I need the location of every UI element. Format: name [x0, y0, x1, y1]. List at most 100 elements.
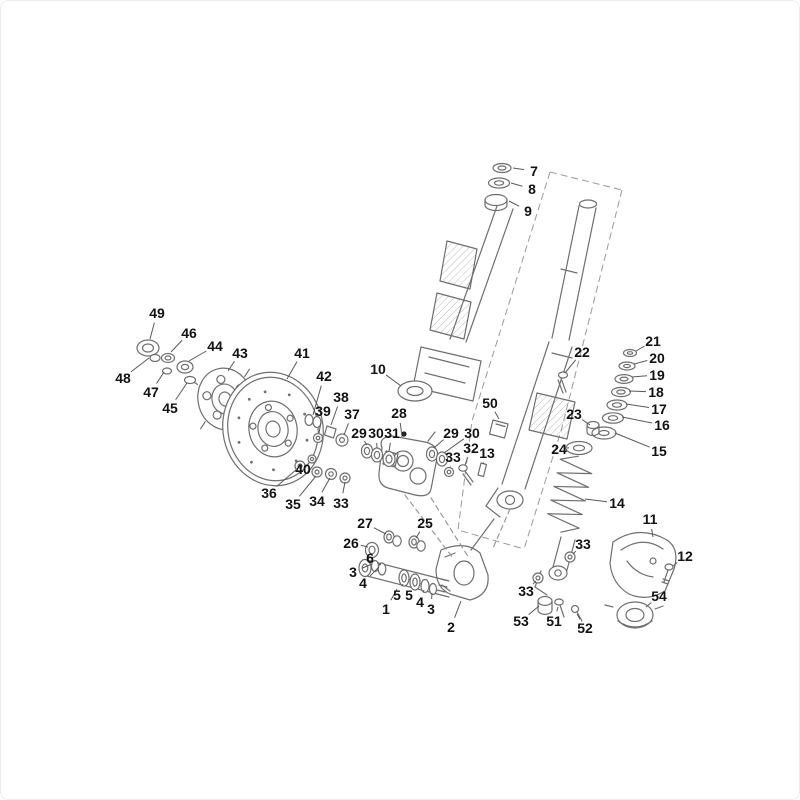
- callout-leader-line: [621, 416, 653, 424]
- disc-drill-holes: [237, 390, 309, 472]
- callout-leader-line: [415, 531, 421, 539]
- bleed-valve: [427, 431, 436, 442]
- shock-absorber-spring: [534, 348, 638, 596]
- callout-dot: [401, 431, 407, 437]
- callout-leader-line: [572, 550, 577, 555]
- callout-leader-line: [508, 200, 520, 207]
- callout-leader-line: [170, 339, 183, 353]
- part-number-callout: 33: [445, 449, 461, 465]
- part-number-callout: 39: [315, 403, 331, 419]
- caliper-pins: [304, 413, 349, 447]
- callout-leader-line: [651, 528, 654, 538]
- callout-leader-line: [628, 390, 647, 393]
- dust-cover: [397, 380, 433, 402]
- callout-leader-line: [318, 420, 322, 434]
- part-number-callout: 1: [382, 601, 390, 617]
- axle-head: [358, 558, 372, 578]
- callout-leader-line: [385, 374, 402, 387]
- part-number-callout: 42: [316, 368, 332, 384]
- callout-leader-line: [130, 357, 150, 373]
- part-number-callout: 30: [464, 425, 480, 441]
- piston-seal: [435, 451, 449, 467]
- part-number-callout: 37: [344, 406, 360, 422]
- callout-leader-line: [227, 361, 235, 372]
- part-number-callout: 29: [443, 425, 459, 441]
- part-number-callout: 20: [649, 350, 665, 366]
- callout-leader-line: [298, 475, 317, 497]
- callout-leader-line: [399, 422, 403, 438]
- screw-head: [570, 604, 580, 614]
- headset-washer: [487, 177, 511, 189]
- disc-side-washers: [294, 454, 351, 484]
- callout-leader-line: [633, 360, 648, 365]
- part-number-callout: 5: [393, 587, 401, 603]
- part-number-callout: 38: [333, 389, 349, 405]
- callout-leader-line: [364, 441, 368, 446]
- part-number-callout: 5: [405, 587, 413, 603]
- part-number-callout: 12: [677, 548, 693, 564]
- callout-leader-line: [631, 375, 648, 378]
- callout-leader-line: [362, 563, 373, 569]
- part-number-callout: 35: [285, 496, 301, 512]
- bump-stop: [586, 420, 600, 430]
- callout-leader-line: [149, 322, 155, 340]
- hub-cap: [136, 339, 160, 357]
- callout-leader-line: [378, 562, 382, 566]
- part-number-callout: 27: [357, 515, 373, 531]
- callout-leader-line: [373, 527, 387, 535]
- axle-lug: [496, 490, 524, 510]
- part-number-callout: 24: [551, 441, 567, 457]
- callout-leader-line: [645, 602, 652, 608]
- part-number-callout: 48: [115, 370, 131, 386]
- pin: [477, 462, 488, 478]
- part-number-callout: 22: [574, 344, 590, 360]
- part-number-callout: 32: [463, 440, 479, 456]
- caliper-piston: [382, 450, 396, 468]
- callout-leader-line: [321, 477, 331, 493]
- part-number-callout: 18: [648, 384, 664, 400]
- callout-leader-line: [584, 498, 608, 503]
- callout-leader-line: [556, 606, 559, 612]
- buffer-block: [488, 419, 509, 439]
- hub-carrier: [435, 545, 489, 601]
- part-number-callout: 30: [368, 425, 384, 441]
- part-number-callout: 47: [143, 384, 159, 400]
- callout-leader-line: [342, 481, 346, 494]
- part-number-callout: 45: [162, 400, 178, 416]
- headset-cone: [484, 193, 508, 207]
- callout-leader-line: [360, 544, 369, 548]
- callout-leader-line: [312, 385, 322, 416]
- part-number-callout: 54: [651, 588, 667, 604]
- callout-leader-line: [286, 361, 298, 380]
- callout-leader-line: [454, 600, 462, 618]
- part-number-callout: 15: [651, 443, 667, 459]
- part-number-callout: 21: [645, 333, 661, 349]
- sensor-and-fasteners: [532, 551, 583, 622]
- part-number-callout: 44: [207, 338, 223, 354]
- part-number-callout: 17: [651, 401, 667, 417]
- piston-seal: [370, 447, 384, 463]
- brake-disc: [222, 371, 324, 487]
- part-number-callout: 4: [359, 575, 367, 591]
- hub-cover: [604, 601, 664, 629]
- part-number-callout: 31: [384, 425, 400, 441]
- part-number-callout: 26: [343, 535, 359, 551]
- callout-leader-line: [369, 566, 380, 577]
- callout-leader-line: [614, 432, 650, 448]
- steering-stem: [397, 162, 514, 402]
- bolt-head: [458, 464, 468, 472]
- part-number-callout: 33: [518, 583, 534, 599]
- hub-fasteners: [136, 339, 197, 385]
- part-number-callout: 36: [261, 485, 277, 501]
- shock-lower-eye: [548, 565, 568, 581]
- part-number-callout: 33: [333, 495, 349, 511]
- callout-leader-line: [564, 359, 577, 374]
- part-number-callout: 28: [391, 405, 407, 421]
- part-number-callout: 8: [528, 181, 536, 197]
- assembly-boundary-dashes: [457, 171, 623, 550]
- callout-leader-line: [443, 438, 465, 454]
- part-number-callout: 13: [479, 445, 495, 461]
- part-number-callout: 33: [575, 536, 591, 552]
